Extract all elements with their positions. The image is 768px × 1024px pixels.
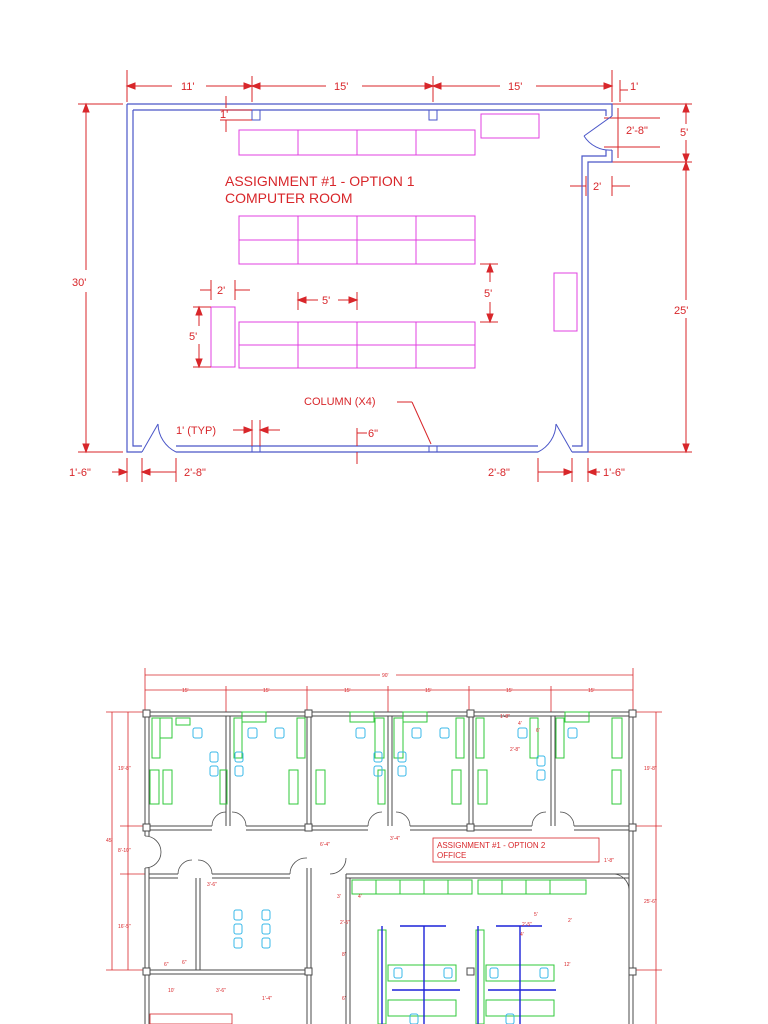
dim-bay2: 15' (263, 688, 270, 694)
dim-bottom-door-left: 2'-8" (184, 467, 206, 479)
dim-door-width: 2'-8" (626, 125, 648, 137)
dim-d21: 1'-4" (262, 996, 272, 1002)
dim-d7: 1'-8" (604, 858, 614, 864)
option1-title-line1: ASSIGNMENT #1 - OPTION 1 (225, 173, 415, 189)
option2-right-dimension (633, 711, 662, 1024)
dim-d3: 6' (536, 728, 540, 734)
dim-d17: 6" (164, 962, 169, 968)
option1-desks (210, 113, 578, 369)
option1-columns (251, 109, 438, 453)
option2-left-dimension (106, 711, 145, 971)
dim-d2: 4' (518, 721, 522, 727)
dim-d1: 1'-8" (500, 714, 510, 720)
dim-cabinet-height: 5' (189, 331, 197, 343)
dim-d14: 5' (534, 912, 538, 918)
dim-right-lower: 25'-6" (644, 899, 657, 905)
dim-d6: 3'-4" (390, 836, 400, 842)
option2-plan: 90' 15' 15' 15' 15' 15' 15' 19'-8" 45' 8… (106, 668, 662, 1024)
dim-bottom-left: 1'-6" (69, 467, 91, 479)
dim-overall: 90' (382, 673, 389, 679)
option1-bottom-dimension (112, 458, 600, 482)
dim-d5: 6'-4" (320, 842, 330, 848)
dim-top-a: 11' (181, 81, 195, 93)
dim-bay4: 15' (425, 688, 432, 694)
option2-chairs (192, 727, 578, 1024)
dim-left-lower: 16'-5" (118, 924, 131, 930)
dim-d22: 2'-5" (522, 922, 532, 928)
dim-d20: 3'-6" (216, 988, 226, 994)
column-label: COLUMN (X4) (304, 396, 376, 408)
dim-top-right: 1' (630, 81, 638, 93)
option1-plan: 11' 15' 15' 1' 30' (69, 70, 692, 482)
dim-cabinet-width: 2' (217, 285, 225, 297)
dim-d15: 2' (568, 918, 572, 924)
dim-bay6: 15' (588, 688, 595, 694)
option2-title-box (432, 837, 600, 863)
dim-desk-width: 5' (322, 295, 330, 307)
option1-left-dimension (78, 102, 123, 454)
dim-left-mid: 8'-10" (118, 848, 131, 854)
dim-bottom-door-right: 2'-8" (488, 467, 510, 479)
option1-title-line2: COMPUTER ROOM (225, 190, 353, 206)
dim-d12: 8' (342, 952, 346, 958)
dim-d4: 2'-8" (510, 747, 520, 753)
dim-six-in: 6" (368, 428, 378, 440)
dim-bay5: 15' (506, 688, 513, 694)
dim-row-gap: 5' (484, 288, 492, 300)
dim-door-clear: 2' (593, 181, 601, 193)
option2-doors (144, 811, 630, 891)
dim-d13: 6' (342, 996, 346, 1002)
dim-column-top: 1' (220, 109, 228, 121)
dim-left-height: 30' (72, 277, 86, 289)
option1-doors (141, 115, 613, 453)
dim-d16: 12' (564, 962, 571, 968)
dim-d11: 2'-5" (340, 920, 350, 926)
option2-partitions (381, 925, 556, 1024)
option2-top-dimension (144, 668, 634, 712)
dim-d18: 6" (182, 960, 187, 966)
dim-d23: 4' (520, 932, 524, 938)
dim-bay3: 15' (344, 688, 351, 694)
dim-bottom-right: 1'-6" (603, 467, 625, 479)
dim-bay1: 15' (182, 688, 189, 694)
dim-top-b: 15' (334, 81, 348, 93)
dim-left-total: 45' (106, 838, 113, 844)
dim-d10: 4' (358, 894, 362, 900)
option2-bottom-items (149, 1013, 233, 1024)
dim-d9: 3' (337, 894, 341, 900)
dim-typ: 1' (TYP) (176, 425, 216, 437)
dim-left-upper: 19'-8" (118, 766, 131, 772)
dim-right-height: 25' (674, 305, 688, 317)
dim-top-c: 15' (508, 81, 522, 93)
dim-d19: 10' (168, 988, 175, 994)
option1-top-dimension (125, 70, 614, 102)
option2-columns (142, 709, 637, 976)
option2-title-line2: OFFICE (437, 851, 466, 860)
option1-right-dimension (588, 102, 692, 454)
dim-right-upper: 19'-8" (644, 766, 657, 772)
option2-title-line1: ASSIGNMENT #1 - OPTION 2 (437, 841, 546, 850)
dim-d8: 3'-6" (207, 882, 217, 888)
dim-right-top: 5' (680, 127, 688, 139)
